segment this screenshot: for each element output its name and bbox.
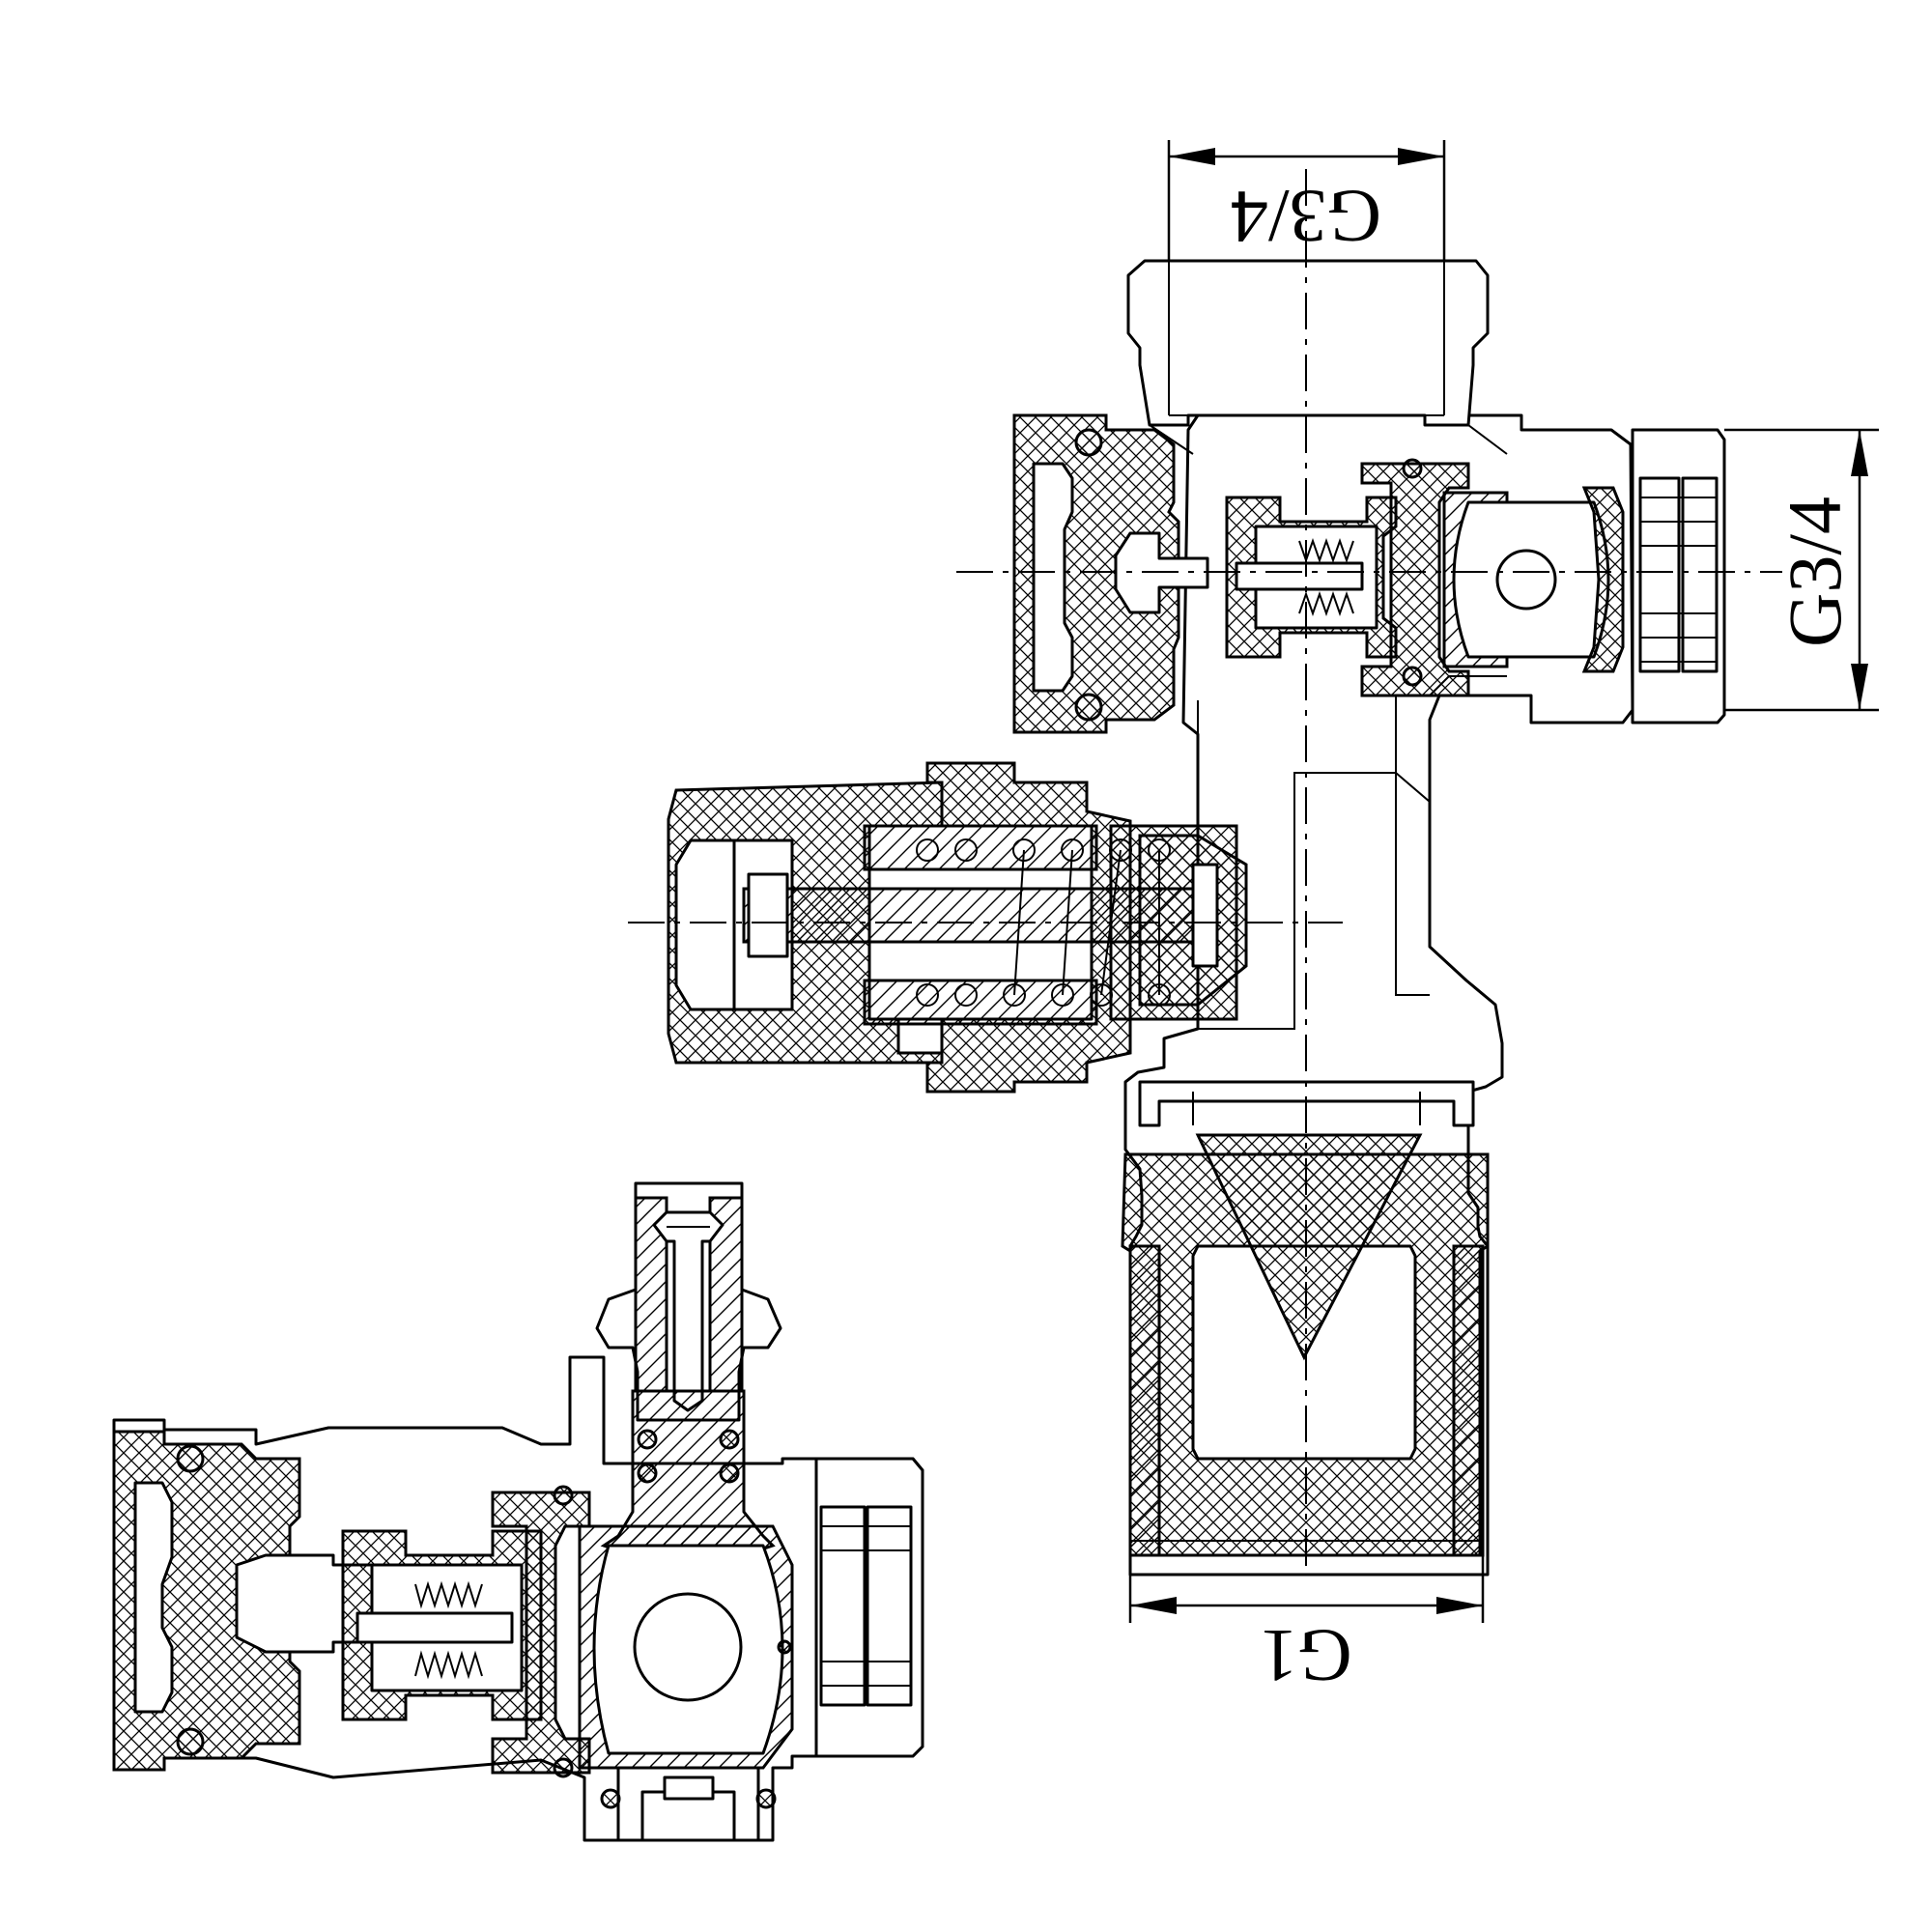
- left-plug-cavity: [1032, 462, 1074, 693]
- union-oring-top: [1402, 458, 1423, 479]
- detail-left-plug-cavity: [133, 1481, 174, 1714]
- bottom-union-rim: [1128, 1244, 1161, 1557]
- left-plug-oring-bottom: [1074, 693, 1103, 722]
- detail-left-oring-top: [176, 1444, 205, 1473]
- detail-check-spring: [414, 1580, 483, 1680]
- relief-valve-cap-inner: [1191, 863, 1219, 968]
- relief-stem-nut: [747, 872, 789, 958]
- relief-spring-housing-bottom: [863, 979, 1098, 1026]
- right-cap-ribs: [1640, 497, 1717, 663]
- dim-label-right: G3/4: [1773, 497, 1857, 647]
- check-valve-spring: [1298, 537, 1354, 617]
- dimension-top-g34: G3/4: [1167, 140, 1446, 261]
- detail-union-oring-top: [553, 1485, 574, 1506]
- dimension-bottom-g1: G1: [1128, 1555, 1485, 1698]
- detail-bottom-oring-right: [755, 1788, 777, 1809]
- right-cap-ring-1: [1638, 476, 1681, 673]
- dim-label-bottom: G1: [1260, 1614, 1351, 1698]
- detail-bottom-plug-slot: [663, 1776, 715, 1801]
- left-plug-oring-top: [1074, 428, 1103, 457]
- detail-ball-bore: [633, 1592, 743, 1702]
- detail-ball-pin: [777, 1639, 792, 1655]
- dim-label-top: G3/4: [1231, 175, 1381, 259]
- detail-stem-orings: [637, 1429, 740, 1484]
- detail-right-cap-ring-2: [866, 1505, 913, 1707]
- bottom-union-rim-right: [1452, 1244, 1485, 1557]
- ball-bore: [1495, 549, 1557, 611]
- detail-left-oring-bottom: [176, 1727, 205, 1756]
- top-nut-chamfer: [1149, 424, 1508, 455]
- detail-union-oring-bottom: [553, 1757, 574, 1778]
- check-valve-stem: [1235, 561, 1364, 591]
- detail-valve-section: [112, 1181, 924, 1842]
- top-nut: [1126, 259, 1490, 427]
- dimension-right-g34: G3/4: [1724, 428, 1879, 712]
- detail-bottom-oring-left: [600, 1788, 621, 1809]
- main-valve-section: G3/4 G3/4 G1: [628, 140, 1879, 1698]
- body-right-contour: [1395, 675, 1507, 947]
- detail-right-cap-ring-1: [819, 1505, 867, 1707]
- top-nut-thread: [1168, 261, 1445, 416]
- bottom-union-ring: [1138, 1080, 1475, 1127]
- union-seat: [1360, 462, 1470, 697]
- ball-seat-right: [1581, 486, 1625, 673]
- right-cap-ring-2: [1681, 476, 1719, 673]
- detail-right-cap-ribs: [821, 1525, 911, 1687]
- relief-spring-housing-top: [863, 824, 1098, 871]
- union-oring-bottom: [1402, 666, 1423, 687]
- detail-check-stem: [355, 1611, 514, 1644]
